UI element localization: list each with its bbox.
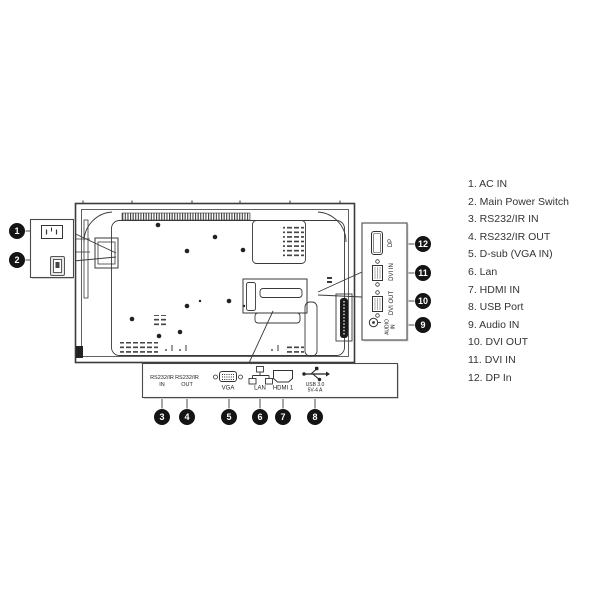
callout-10: 10 — [415, 293, 431, 309]
dvi-in-port-icon — [372, 259, 383, 287]
ac-inlet-icon — [41, 225, 63, 239]
vent-block-hatch — [283, 225, 304, 258]
dvi-in-label: DVI IN — [389, 263, 395, 281]
rs232-in-label: RS232/IR — [150, 375, 174, 381]
left-callout-box — [29, 218, 75, 279]
callout-11: 11 — [415, 265, 431, 281]
legend-item-dsub: 5. D-sub (VGA IN) — [468, 248, 553, 261]
dvi-out-port-icon — [372, 290, 383, 318]
dp-label: DP — [388, 239, 394, 247]
vga-label: VGA — [222, 386, 235, 392]
alignment-marks — [165, 345, 279, 351]
hatch-block-mid — [152, 315, 168, 327]
rs232-out-label2: OUT — [181, 382, 193, 388]
audio-in-label2: IN — [391, 324, 397, 329]
hdmi-label: HDMI 1 — [273, 386, 294, 392]
audio-in-jack-icon — [368, 317, 381, 328]
lan-label: LAN — [254, 386, 266, 392]
callout-1: 1 — [9, 223, 25, 239]
vga-port-icon — [213, 371, 243, 382]
rs232-in-label2: IN — [159, 382, 165, 388]
hdmi-port-icon — [273, 370, 293, 383]
legend-item-usb-port: 8. USB Port — [468, 301, 524, 314]
callout-3: 3 — [154, 409, 170, 425]
ac-inlet-recess — [94, 237, 119, 269]
callout-4: 4 — [179, 409, 195, 425]
vent-block-outline — [252, 220, 306, 264]
legend: 1. AC IN 2. Main Power Switch 3. RS232/I… — [468, 176, 569, 387]
legend-item-lan: 6. Lan — [468, 265, 498, 278]
callout-2: 2 — [9, 252, 25, 268]
hatch-block-bottom-right — [285, 345, 304, 356]
callout-5: 5 — [221, 409, 237, 425]
callout-9: 9 — [415, 317, 431, 333]
callout-6: 6 — [252, 409, 268, 425]
legend-item-dp-in: 12. DP In — [468, 371, 512, 384]
left-vent-slot — [83, 219, 89, 299]
audio-in-label: AUDIO — [385, 319, 391, 335]
dp-port-icon — [371, 231, 383, 255]
callout-7: 7 — [275, 409, 291, 425]
legend-item-ac-in: 1. AC IN — [468, 178, 508, 190]
top-edge-screws — [82, 200, 341, 204]
legend-item-dvi-in: 11. DVI IN — [468, 353, 516, 366]
legend-item-hdmi-in: 7. HDMI IN — [468, 283, 520, 296]
lan-port-icon — [248, 366, 273, 385]
usb-port-icon — [302, 366, 330, 382]
monitor-outline — [74, 202, 356, 364]
legend-item-main-power: 2. Main Power Switch — [468, 195, 569, 208]
dvi-out-label: DVI OUT — [389, 291, 395, 316]
screws — [129, 222, 246, 339]
monitor-rear-view — [74, 200, 356, 364]
side-connector-recess — [335, 293, 353, 342]
legend-item-audio-in: 9. Audio IN — [468, 318, 520, 331]
hatch-block-bottom-left — [120, 342, 158, 354]
callout-8: 8 — [307, 409, 323, 425]
power-switch-icon — [50, 256, 65, 276]
monitor-back-plate — [111, 220, 345, 356]
monitor-inner-bezel — [81, 209, 349, 357]
leader-lines — [25, 230, 415, 409]
rs232-out-label: RS232/IR — [175, 375, 199, 381]
callout-12: 12 — [415, 236, 431, 252]
side-port-panel: DP DVI IN DVI OUT AUDIO IN — [361, 222, 409, 342]
top-vent-strip — [121, 212, 251, 221]
legend-item-dvi-out: 10. DVI OUT — [468, 336, 529, 349]
legend-item-rs232-in: 3. RS232/IR IN — [468, 213, 539, 226]
corner-arc-right — [317, 211, 347, 243]
connector-bay — [242, 278, 308, 324]
usb-label2: 5V-4 A — [308, 388, 323, 394]
bottom-port-panel: RS232/IR IN RS232/IR OUT VGA LAN HDMI 1 — [141, 362, 399, 399]
legend-item-rs232-out: 4. RS232/IR OUT — [468, 230, 551, 243]
usb-label: USB 3.0 — [306, 382, 325, 388]
bottom-left-connector — [76, 346, 83, 358]
handle-right — [304, 301, 318, 357]
